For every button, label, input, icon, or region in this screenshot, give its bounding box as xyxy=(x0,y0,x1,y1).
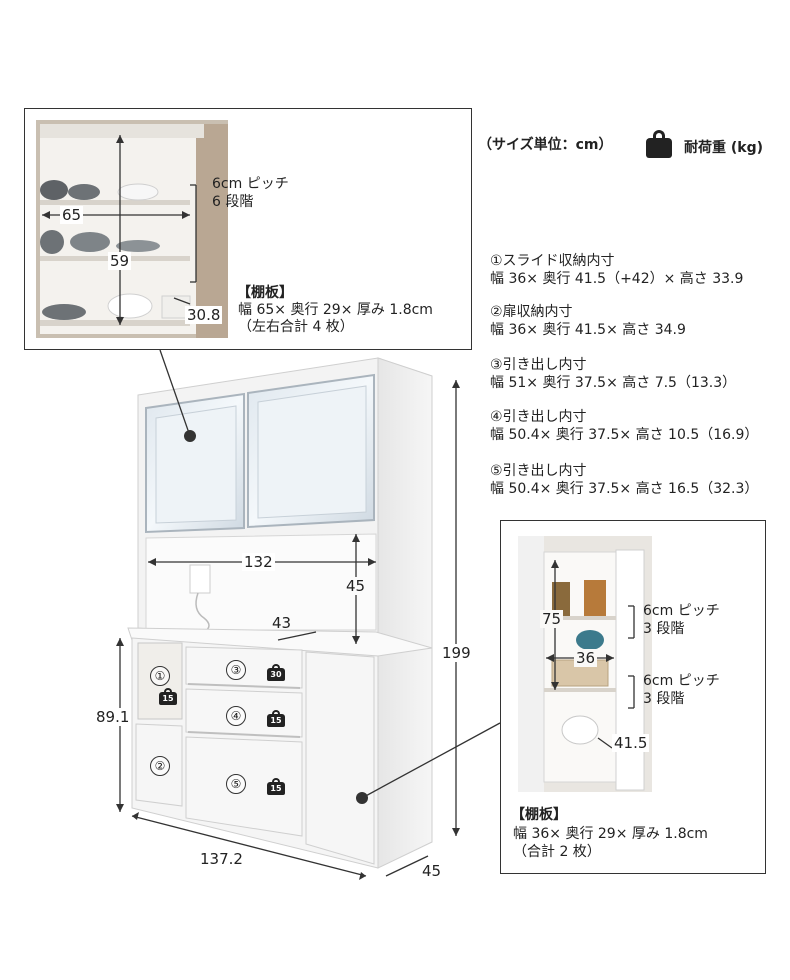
side-pitch-b-line1: 6cm ピッチ xyxy=(643,673,720,689)
marker-4: ④ xyxy=(226,706,246,726)
spec-title: ①スライド収納内寸 xyxy=(490,253,615,269)
spec-title: ④引き出し内寸 xyxy=(490,409,587,425)
total-height-label: 199 xyxy=(440,644,473,662)
load-icon-drawer4: 15 xyxy=(267,710,285,727)
open-height-label: 45 xyxy=(344,577,368,595)
top-shelf-inset xyxy=(24,108,472,350)
load-value: 15 xyxy=(270,716,282,725)
inner-width-label: 132 xyxy=(242,553,275,571)
spec-title: ⑤引き出し内寸 xyxy=(490,463,587,479)
top-height-label: 59 xyxy=(108,252,132,270)
marker-1: ① xyxy=(150,666,170,686)
top-pitch-line1: 6cm ピッチ xyxy=(212,176,289,192)
marker-5: ⑤ xyxy=(226,774,246,794)
weight-icon xyxy=(646,130,672,158)
top-shelf-line2: （左右合計 4 枚） xyxy=(238,319,354,335)
top-pitch-line2: 6 段階 xyxy=(212,194,254,210)
side-width-label: 36 xyxy=(574,649,598,667)
top-shelf-title: 【棚板】 xyxy=(237,285,293,301)
spec-item: ②扉収納内寸 幅 36× 奥行 41.5× 高さ 34.9 xyxy=(490,303,686,339)
side-shelf-inset xyxy=(500,520,766,874)
total-width-label: 137.2 xyxy=(200,850,243,868)
top-depth-label: 30.8 xyxy=(185,306,223,324)
load-value: 30 xyxy=(270,670,282,679)
spec-detail: 幅 51× 奥行 37.5× 高さ 7.5（13.3） xyxy=(490,375,737,391)
spec-item: ①スライド収納内寸 幅 36× 奥行 41.5（+42）× 高さ 33.9 xyxy=(490,252,743,288)
side-pitch-a-line1: 6cm ピッチ xyxy=(643,603,720,619)
spec-item: ④引き出し内寸 幅 50.4× 奥行 37.5× 高さ 10.5（16.9） xyxy=(490,408,758,444)
counter-depth-label: 43 xyxy=(272,614,292,632)
spec-detail: 幅 36× 奥行 41.5（+42）× 高さ 33.9 xyxy=(490,271,744,287)
spec-title: ②扉収納内寸 xyxy=(490,304,573,320)
spec-detail: 幅 36× 奥行 41.5× 高さ 34.9 xyxy=(490,322,686,338)
side-shelf-line2: （合計 2 枚） xyxy=(513,844,601,860)
load-icon-drawer3: 30 xyxy=(267,664,285,681)
spec-item: ⑤引き出し内寸 幅 50.4× 奥行 37.5× 高さ 16.5（32.3） xyxy=(490,462,758,498)
depth-label: 45 xyxy=(422,862,442,880)
side-depth-label: 41.5 xyxy=(612,734,650,752)
side-pitch-b-line2: 3 段階 xyxy=(643,691,685,707)
spec-detail: 幅 50.4× 奥行 37.5× 高さ 16.5（32.3） xyxy=(490,481,759,497)
size-unit-note: （サイズ単位：cm） xyxy=(478,137,613,153)
load-value: 15 xyxy=(162,694,174,703)
load-value: 15 xyxy=(270,784,282,793)
load-icon-drawer5: 15 xyxy=(267,778,285,795)
side-height-label: 75 xyxy=(540,610,564,628)
load-icon-slide: 15 xyxy=(159,688,177,705)
spec-item: ③引き出し内寸 幅 51× 奥行 37.5× 高さ 7.5（13.3） xyxy=(490,356,736,392)
marker-3: ③ xyxy=(226,660,246,680)
side-shelf-title: 【棚板】 xyxy=(511,807,567,823)
side-shelf-line1: 幅 36× 奥行 29× 厚み 1.8cm xyxy=(513,826,708,842)
lower-height-label: 89.1 xyxy=(94,708,132,726)
spec-title: ③引き出し内寸 xyxy=(490,357,587,373)
side-pitch-a-line2: 3 段階 xyxy=(643,621,685,637)
spec-detail: 幅 50.4× 奥行 37.5× 高さ 10.5（16.9） xyxy=(490,427,759,443)
top-width-label: 65 xyxy=(60,206,84,224)
load-capacity-label: 耐荷重 (kg) xyxy=(684,140,764,156)
top-shelf-line1: 幅 65× 奥行 29× 厚み 1.8cm xyxy=(238,302,433,318)
marker-2: ② xyxy=(150,756,170,776)
